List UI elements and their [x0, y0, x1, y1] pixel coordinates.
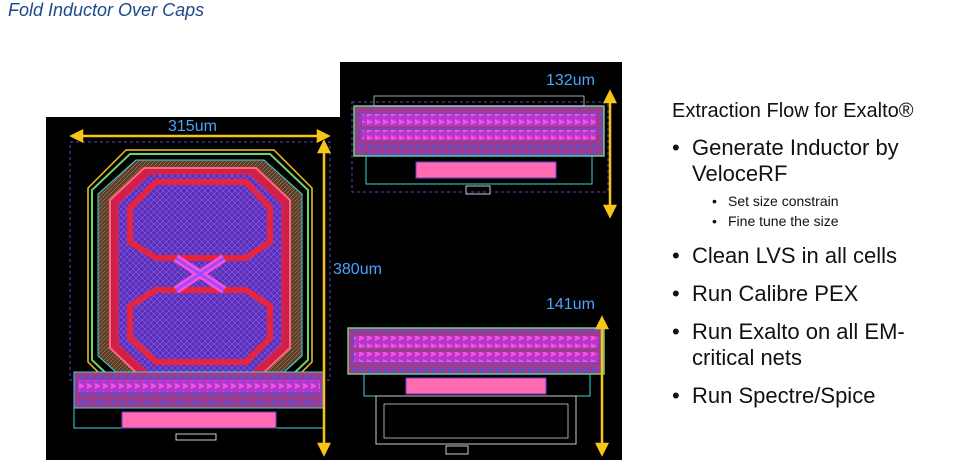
flow-heading: Extraction Flow for Exalto®: [672, 100, 914, 122]
dimension-arrows: [69, 89, 618, 457]
flow-item: Run Calibre PEX: [672, 281, 932, 307]
flow-item: Run Spectre/Spice: [672, 383, 932, 409]
height-label-132: 132um: [546, 72, 595, 89]
flow-item-text: Run Exalto on all EM-critical nets: [692, 319, 905, 370]
height-label-380: 380um: [333, 261, 382, 278]
bottom-cap-layout: [347, 327, 605, 455]
width-label-315: 315um: [168, 118, 217, 135]
flow-list: Generate Inductor by VeloceRF Set size c…: [672, 135, 932, 409]
layout-drawing: [69, 89, 618, 457]
flow-item-text: Generate Inductor by VeloceRF: [692, 135, 899, 186]
inductor-layout: [69, 141, 331, 441]
height-label-141: 141um: [546, 296, 595, 313]
top-cap-layout: [351, 95, 609, 195]
flow-subitem: Set size constrain: [712, 191, 932, 211]
flow-sublist: Set size constrain Fine tune the size: [692, 191, 932, 231]
flow-item: Run Exalto on all EM-critical nets: [672, 319, 932, 371]
extraction-flow: Extraction Flow for Exalto® Generate Ind…: [672, 100, 932, 421]
flow-item: Clean LVS in all cells: [672, 243, 932, 269]
flow-subitem: Fine tune the size: [712, 211, 932, 231]
flow-item: Generate Inductor by VeloceRF Set size c…: [672, 135, 932, 231]
slide-title: Fold Inductor Over Caps: [8, 0, 205, 20]
